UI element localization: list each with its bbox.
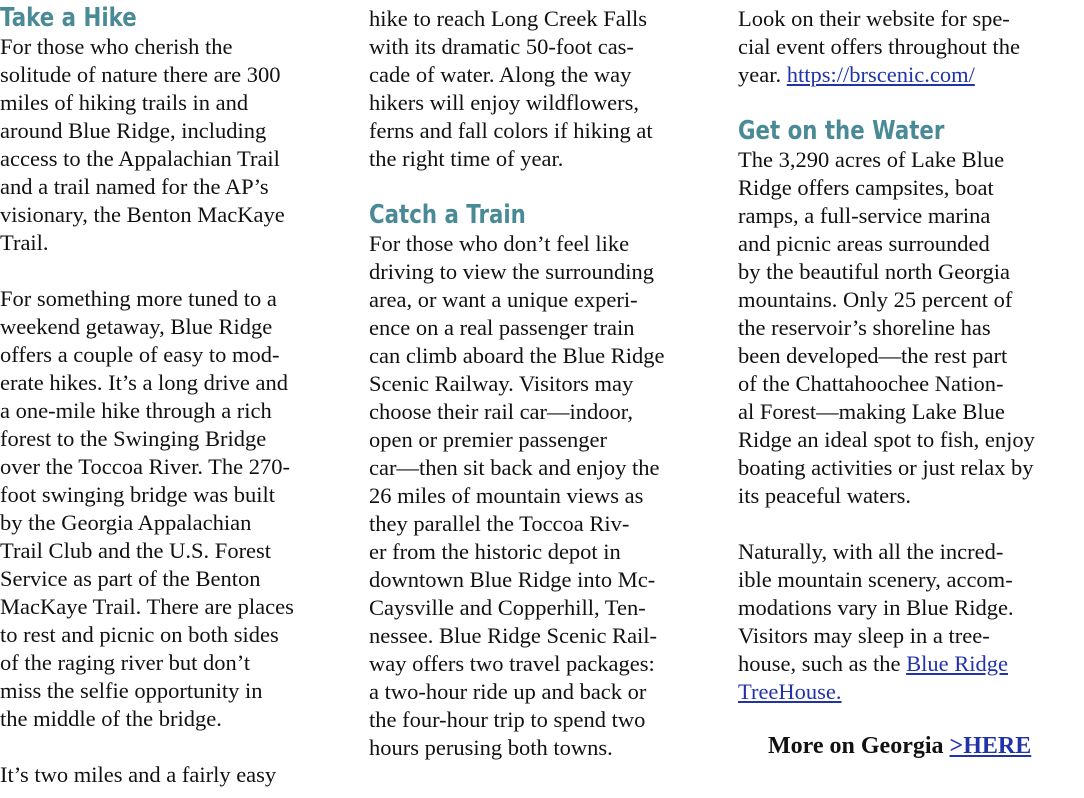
text-line: driving to view the surrounding [369,259,654,284]
text-line: erate hikes. It’s a long drive and [0,370,289,395]
text-line: been developed—the rest part [738,343,1008,368]
text-line: ramps, a full-service marina [738,203,991,228]
text-line: the middle of the bridge. [0,706,222,731]
paragraph-gap [0,257,345,285]
text-line: mountains. Only 25 percent of [738,287,1013,312]
text-line: Service as part of the Benton [0,566,261,591]
column-2: hike to reach Long Creek Falls with its … [369,0,719,762]
text-line: and picnic areas surrounded [738,231,990,256]
text-line: way offers two travel packages: [369,651,655,676]
heading-catch-a-train: Catch a Train [369,200,526,230]
text-line: the right time of year. [369,146,564,171]
column-3: Look on their website for spe- cial even… [738,0,1084,706]
text-line: TreeHouse. [738,678,1084,706]
heading-take-a-hike: Take a Hike [0,3,137,33]
more-on-georgia-label: More on Georgia [768,733,950,759]
paragraph-gap [738,89,1084,113]
paragraph-long-creek-start: It’s two miles and a fairly easy [0,761,345,789]
treehouse-link-continued[interactable]: TreeHouse. [738,679,842,704]
paragraph-gap [0,733,345,761]
text-line: they parallel the Toccoa Riv- [369,511,630,536]
text-line: a one-mile hike through a rich [0,398,272,423]
paragraph-swinging-bridge: For something more tuned to a weekend ge… [0,285,345,733]
text-line: Naturally, with all the incred- [738,539,1004,564]
text-line: a two-hour ride up and back or [369,679,647,704]
text-line: modations vary in Blue Ridge. [738,595,1014,620]
more-on-georgia: More on Georgia >HERE [768,731,1031,761]
text-line: house, such as the Blue Ridge [738,650,1084,678]
text-line: Caysville and Copperhill, Ten- [369,595,646,620]
text-line: weekend getaway, Blue Ridge [0,314,273,339]
text-line: forest to the Swinging Bridge [0,426,267,451]
text-line: al Forest—making Lake Blue [738,399,1005,424]
text-fragment: house, such as the [738,651,907,676]
text-line: car—then sit back and enjoy the [369,455,660,480]
text-line: its peaceful waters. [738,483,912,508]
text-line: boating activities or just relax by [738,455,1034,480]
text-line: to rest and picnic on both sides [0,622,279,647]
text-line: cial event offers throughout the [738,34,1020,59]
text-line: the reservoir’s shoreline has [738,315,991,340]
text-line: nessee. Blue Ridge Scenic Rail- [369,623,658,648]
text-line: MacKaye Trail. There are places [0,594,294,619]
text-line: For those who cherish the [0,34,233,59]
text-line: Look on their website for spe- [738,6,1010,31]
text-line: hike to reach Long Creek Falls [369,6,648,31]
text-line: the four-hour trip to spend two [369,707,646,732]
text-line: by the Georgia Appalachian [0,510,252,535]
paragraph-gap [738,510,1084,538]
text-line: er from the historic depot in [369,539,621,564]
paragraph-long-creek-falls: hike to reach Long Creek Falls with its … [369,5,719,173]
text-line: by the beautiful north Georgia [738,259,1011,284]
heading-get-on-the-water: Get on the Water [738,116,945,146]
text-line: ible mountain scenery, accom- [738,567,1013,592]
text-line: choose their rail car—indoor, [369,399,634,424]
text-line: Trail. [0,230,49,255]
text-line: Ridge offers campsites, boat [738,175,994,200]
text-line: ferns and fall colors if hiking at [369,118,653,143]
paragraph-accommodations: Naturally, with all the incred- ible mou… [738,538,1084,706]
text-line: foot swinging bridge was built [0,482,275,507]
text-line: Visitors may sleep in a tree- [738,623,990,648]
text-line: Scenic Railway. Visitors may [369,371,634,396]
text-line: and a trail named for the AP’s [0,174,269,199]
text-line: visionary, the Benton MacKaye [0,202,285,227]
text-line: For something more tuned to a [0,286,277,311]
text-line: solitude of nature there are 300 [0,62,281,87]
text-line: open or premier passenger [369,427,608,452]
paragraph-scenic-railway: For those who don’t feel like driving to… [369,230,719,762]
text-line: For those who don’t feel like [369,231,630,256]
text-line: year. https://brscenic.com/ [738,61,1084,89]
text-line: Ridge an ideal spot to fish, enjoy [738,427,1035,452]
text-line: can climb aboard the Blue Ridge [369,343,665,368]
paragraph-lake-blue-ridge: The 3,290 acres of Lake Blue Ridge offer… [738,146,1084,510]
treehouse-link[interactable]: Blue Ridge [906,651,1008,676]
text-line: miles of hiking trails in and [0,90,249,115]
paragraph-hike-intro: For those who cherish the solitude of na… [0,33,345,257]
text-line: access to the Appalachian Trail [0,146,280,171]
text-fragment: year. [738,62,787,87]
text-line: miss the selfie opportunity in [0,678,263,703]
text-line: The 3,290 acres of Lake Blue [738,147,1005,172]
text-line: of the Chattahoochee Nation- [738,371,1004,396]
paragraph-website: Look on their website for spe- cial even… [738,5,1084,89]
text-line: hikers will enjoy wildflowers, [369,90,639,115]
text-line: hours perusing both towns. [369,735,613,760]
text-line: of the raging river but don’t [0,650,251,675]
text-line: ence on a real passenger train [369,315,635,340]
text-line: area, or want a unique experi- [369,287,638,312]
paragraph-gap [369,173,719,197]
brscenic-link[interactable]: https://brscenic.com/ [786,62,975,87]
here-link[interactable]: >HERE [949,733,1032,759]
text-line: 26 miles of mountain views as [369,483,644,508]
text-line: over the Toccoa River. The 270- [0,454,291,479]
text-line: Trail Club and the U.S. Forest [0,538,272,563]
column-1: Take a Hike For those who cherish the so… [0,0,345,789]
text-line: cade of water. Along the way [369,62,632,87]
text-line: downtown Blue Ridge into Mc- [369,567,656,592]
text-line: around Blue Ridge, including [0,118,267,143]
text-line: offers a couple of easy to mod- [0,342,280,367]
text-line: with its dramatic 50-foot cas- [369,34,634,59]
text-line: It’s two miles and a fairly easy [0,762,277,787]
